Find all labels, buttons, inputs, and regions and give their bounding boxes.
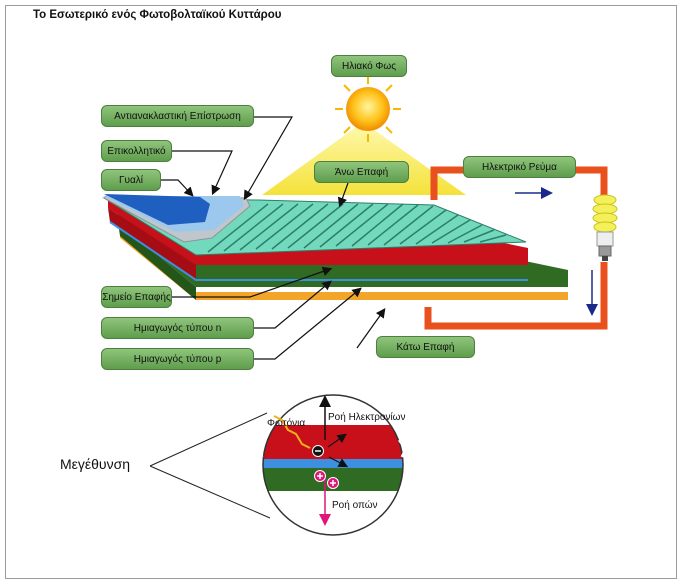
- hole-icon: [314, 470, 339, 489]
- label-sunlight: Ηλιακό Φως: [331, 55, 407, 77]
- lightbulb-icon: [592, 194, 618, 261]
- sunlight-beam: [262, 122, 466, 195]
- electron-flow-label: Ροή Ηλεκτρονίων: [328, 412, 406, 423]
- image-frame: [5, 5, 677, 579]
- sun-icon: [335, 76, 401, 142]
- junction-line: [109, 221, 528, 281]
- label-n-type-semiconductor: Ημιαγωγός τύπου n: [101, 317, 254, 339]
- label-adhesive: Επικολλητικό: [101, 140, 172, 162]
- photon-wave: [273, 415, 311, 449]
- label-p-type-semiconductor: Ημιαγωγός τύπου p: [101, 348, 254, 370]
- bottom-contact-layer: [120, 230, 568, 300]
- hole-flow-label: Ροή οπών: [332, 500, 378, 511]
- label-glass: Γυαλί: [101, 169, 161, 191]
- photons-label: Φωτόνια: [267, 418, 306, 429]
- label-top-contact: Άνω Επαφή: [314, 161, 409, 183]
- zoom-caption: Μεγέθυνση: [60, 456, 131, 472]
- label-electric-current: Ηλεκτρικό Ρεύμα: [463, 156, 576, 178]
- glass-layer: [104, 194, 210, 225]
- label-antireflective-coating: Αντιανακλαστική Επίστρωση: [101, 105, 254, 127]
- diagram-title: Το Εσωτερικό ενός Φωτοβολταϊκού Κυττάρου: [33, 9, 282, 21]
- electron-icon: [312, 445, 324, 457]
- label-bottom-contact: Κάτω Επαφή: [376, 336, 475, 358]
- label-junction: Σημείο Επαφής: [101, 286, 172, 308]
